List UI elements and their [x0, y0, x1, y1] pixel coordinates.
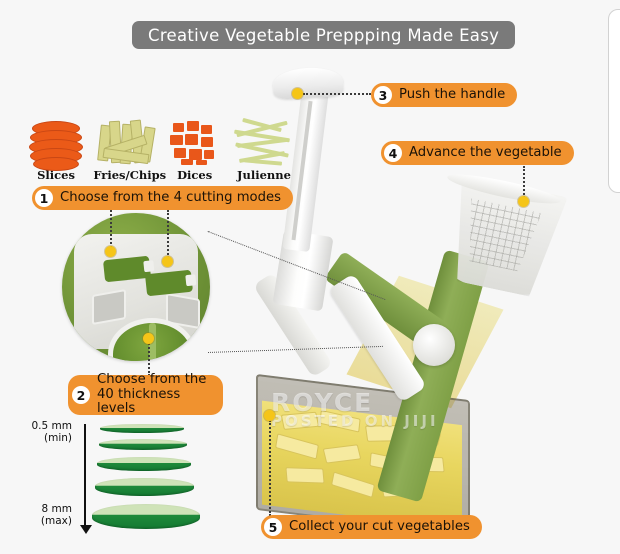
blade-notch-icon: [143, 259, 155, 272]
connector-step5: [269, 420, 271, 516]
marker-dot-blade-left: [105, 246, 116, 257]
cutting-mode-label: Dices: [177, 168, 213, 182]
blade-slot-left: [91, 288, 126, 325]
step-5-callout[interactable]: 5 Collect your cut vegetables: [261, 515, 482, 539]
cutting-mode-dices: Dices: [163, 117, 227, 182]
connector-step4: [523, 166, 525, 198]
thickness-arrow-icon: [80, 424, 92, 534]
marker-dot-blade-right: [162, 256, 173, 267]
cutting-mode-slices: Slices: [24, 117, 88, 182]
step-number-badge: 1: [35, 189, 53, 207]
page-title: Creative Vegetable Preppping Made Easy: [132, 21, 516, 49]
marker-dot-bin: [264, 410, 275, 421]
step-number-badge: 3: [374, 86, 392, 104]
step-label: Choose from the 40 thickness levels: [97, 372, 207, 417]
cutting-mode-label: Julienne: [237, 168, 291, 182]
diced-carrot-icon: [163, 117, 227, 165]
watermark-secondary: POSTED ON JIJI: [271, 412, 439, 430]
thickness-min-note: (min): [44, 432, 72, 444]
step-label: Choose from the 4 cutting modes: [60, 189, 281, 205]
step-1-callout[interactable]: 1 Choose from the 4 cutting modes: [32, 186, 293, 210]
carrot-slices-icon: [24, 117, 88, 171]
mandoline-slicer-product-photo: [250, 55, 590, 554]
step-label: Collect your cut vegetables: [289, 518, 470, 534]
step-3-callout[interactable]: 3 Push the handle: [371, 83, 518, 107]
cucumber-slice: [97, 457, 191, 471]
watermark-primary: ROYCE: [271, 388, 374, 417]
cutting-mode-label: Fries/Chips: [93, 168, 167, 182]
connector-step1-right: [167, 210, 169, 258]
cucumber-slice: [100, 424, 184, 433]
cucumber-slice: [99, 439, 187, 450]
connector-step3: [303, 93, 371, 95]
thickness-max-value: 8 mm: [41, 503, 72, 515]
step-number-badge: 2: [72, 386, 90, 404]
side-panel-edge: [608, 9, 620, 193]
cutting-mode-fries: Fries/Chips: [93, 117, 167, 182]
cucumber-slice: [92, 504, 200, 529]
marker-dot-dial: [143, 333, 154, 344]
plunger-shaft: [282, 89, 329, 253]
thickness-min-label: 0.5 mm (min): [22, 420, 73, 444]
connector-dial-step2: [148, 340, 150, 376]
potato-fries-icon: [93, 117, 157, 165]
step-label: Push the handle: [399, 86, 506, 102]
thickness-max-note: (max): [40, 515, 72, 527]
cutting-mode-label: Slices: [37, 168, 75, 182]
blade-detail-magnifier: [62, 213, 210, 361]
step-number-badge: 4: [384, 144, 402, 162]
thickness-max-label: 8 mm (max): [22, 503, 72, 527]
thickness-min-value: 0.5 mm: [31, 420, 73, 432]
blade-notch-icon: [185, 273, 197, 286]
connector-step1-left: [110, 210, 112, 248]
step-number-badge: 5: [264, 518, 282, 536]
blade-insert-right: [144, 269, 197, 297]
slicer-body-closeup: [73, 233, 200, 361]
plunger-ridge: [291, 100, 313, 241]
marker-dot-hopper: [518, 196, 529, 207]
pivot-knob: [413, 324, 455, 366]
step-label: Advance the vegetable: [409, 144, 562, 160]
step-4-callout[interactable]: 4 Advance the vegetable: [381, 141, 574, 165]
step-2-callout[interactable]: 2 Choose from the 40 thickness levels: [68, 372, 223, 417]
blade-insert-left: [102, 255, 155, 283]
cutting-modes-row: Slices Fries/Chips: [24, 110, 296, 182]
marker-dot-handle: [292, 88, 303, 99]
cutting-mode-julienne: Julienne: [232, 117, 296, 182]
cucumber-slice: [95, 478, 194, 496]
